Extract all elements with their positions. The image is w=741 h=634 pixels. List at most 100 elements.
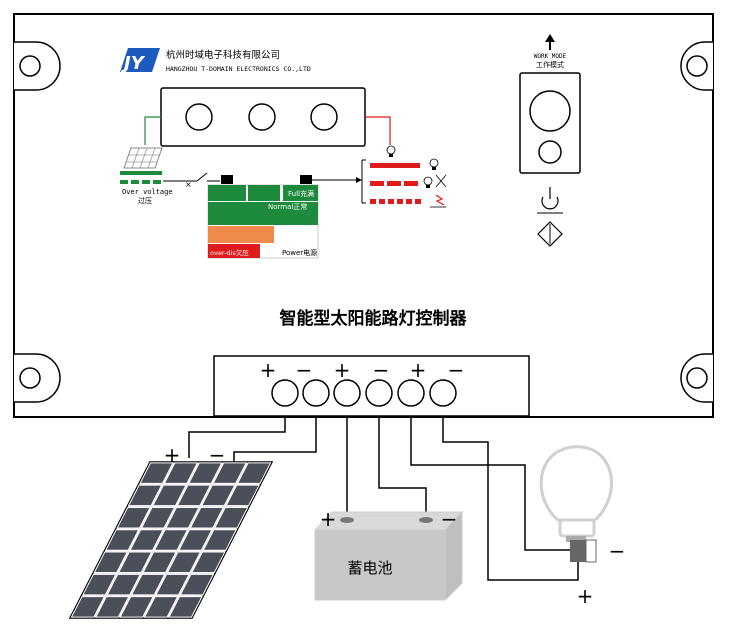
indicator-light-1: [185, 103, 213, 131]
solar-cell: [70, 596, 106, 618]
wire-solar-minus: [233, 417, 317, 462]
solar-cell: [165, 506, 200, 529]
over-voltage-en: Over voltage: [122, 188, 173, 196]
charge-switch: ×: [163, 172, 220, 189]
company-logo: JY 杭州时域电子科技有限公司 HANGZHOU T-DOMAIN ELECTR…: [120, 48, 311, 74]
terminal-sign-1: +: [260, 358, 277, 382]
solar-cell: [168, 596, 203, 618]
solar-cell: [117, 551, 153, 574]
lamp-small-icon-1: [386, 145, 396, 157]
mode-display-circle: [529, 90, 571, 132]
work-mode-section: WORK MODE 工作模式: [519, 34, 581, 174]
solar-cell: [95, 596, 130, 618]
terminal-sign-4: −: [373, 358, 390, 382]
svg-text:×: ×: [185, 180, 192, 189]
fault-icon: [430, 194, 446, 208]
solar-cell: [166, 551, 202, 574]
mode-button-circle: [538, 140, 562, 164]
wire-solar-plus: [188, 417, 286, 458]
solar-cell: [127, 484, 163, 507]
company-name-en: HANGZHOU T-DOMAIN ELECTRONICS CO.,LTD: [166, 65, 311, 73]
indicator-panel: [160, 87, 366, 147]
over-voltage-cn: 过压: [138, 196, 152, 205]
lamp-plus-sign: +: [577, 584, 594, 608]
solar-cell: [142, 551, 177, 574]
lamp-on-icon: [429, 158, 439, 170]
lamp-bulb-icon: [539, 445, 613, 563]
solar-cell: [152, 484, 187, 507]
full-label: Full充满: [288, 189, 314, 198]
mount-ear-top-right: [680, 41, 713, 91]
wire-lamp-plus: [442, 417, 579, 581]
load-indicator-line: [365, 116, 391, 145]
solar-cell: [176, 484, 212, 507]
discharge-arrow: [312, 159, 366, 204]
over-dis-label: over-dis欠压: [210, 248, 249, 257]
solar-cell: [163, 462, 199, 484]
solar-cell: [140, 506, 176, 529]
wire-lamp-minus: [410, 417, 570, 551]
power-label: Power电源: [282, 248, 317, 257]
solar-cell: [225, 484, 260, 507]
solar-cell: [179, 573, 215, 596]
solar-panel: [68, 461, 274, 619]
mount-ear-bottom-left: [14, 353, 61, 403]
solar-panel-small-icon: [123, 147, 163, 169]
work-mode-label-cn: 工作模式: [536, 60, 564, 69]
terminal-sign-2: −: [296, 358, 313, 382]
solar-cell: [155, 573, 190, 596]
solar-cell: [129, 529, 164, 551]
work-mode-label-en: WORK MODE: [534, 53, 567, 60]
logo-text: JY: [121, 53, 146, 74]
solar-cell: [236, 462, 272, 484]
lamp-minus-sign: −: [609, 539, 626, 563]
load-status-bars: [370, 163, 421, 204]
solar-bar-1: [120, 171, 162, 175]
solar-plus-sign: +: [164, 443, 181, 467]
lamp-off-icon: [423, 174, 447, 188]
solar-cell: [212, 462, 247, 484]
solar-cell: [189, 506, 225, 529]
solar-cell: [106, 573, 142, 596]
indicator-light-3: [310, 103, 338, 131]
terminal-sign-3: +: [334, 358, 351, 382]
normal-label: Normal正常: [268, 202, 307, 211]
product-title: 智能型太阳能路灯控制器: [280, 308, 468, 329]
battery: 蓄电池: [313, 510, 464, 602]
mount-ear-bottom-right: [680, 353, 713, 403]
solar-cell: [187, 462, 223, 484]
terminal-sign-6: −: [448, 358, 465, 382]
solar-cell: [143, 596, 179, 618]
wire-battery-minus: [378, 417, 427, 512]
solar-cell: [130, 573, 166, 596]
battery-status-graphic: Full充满 Normal正常 over-dis欠压 Power电源: [207, 175, 319, 259]
solar-minus-sign: −: [209, 443, 226, 467]
solar-cell: [82, 573, 117, 596]
solar-indicator-line: [144, 116, 161, 145]
power-icon: [541, 187, 559, 210]
solar-cell: [104, 529, 140, 551]
solar-cell: [202, 529, 238, 551]
indicator-light-2: [248, 103, 276, 131]
solar-cell: [119, 596, 155, 618]
terminal-screws: [271, 379, 457, 407]
mount-ear-top-left: [14, 41, 61, 91]
setting-diamond-icon: [537, 221, 563, 247]
solar-cell: [200, 484, 236, 507]
wires: [188, 417, 579, 581]
solar-cell: [93, 551, 129, 574]
solar-cell: [178, 529, 213, 551]
solar-cell: [139, 462, 174, 484]
solar-cell: [191, 551, 226, 574]
company-name-cn: 杭州时域电子科技有限公司: [166, 49, 280, 61]
battery-label: 蓄电池: [347, 559, 392, 577]
solar-bar-segments: [120, 180, 161, 184]
solar-cell: [153, 529, 189, 551]
battery-minus-sign: −: [441, 507, 458, 531]
terminal-signs: + − + − + −: [260, 358, 465, 382]
solar-cell: [213, 506, 249, 529]
solar-cell: [116, 506, 151, 529]
controller-body: [13, 13, 714, 418]
terminal-sign-5: +: [410, 358, 427, 382]
